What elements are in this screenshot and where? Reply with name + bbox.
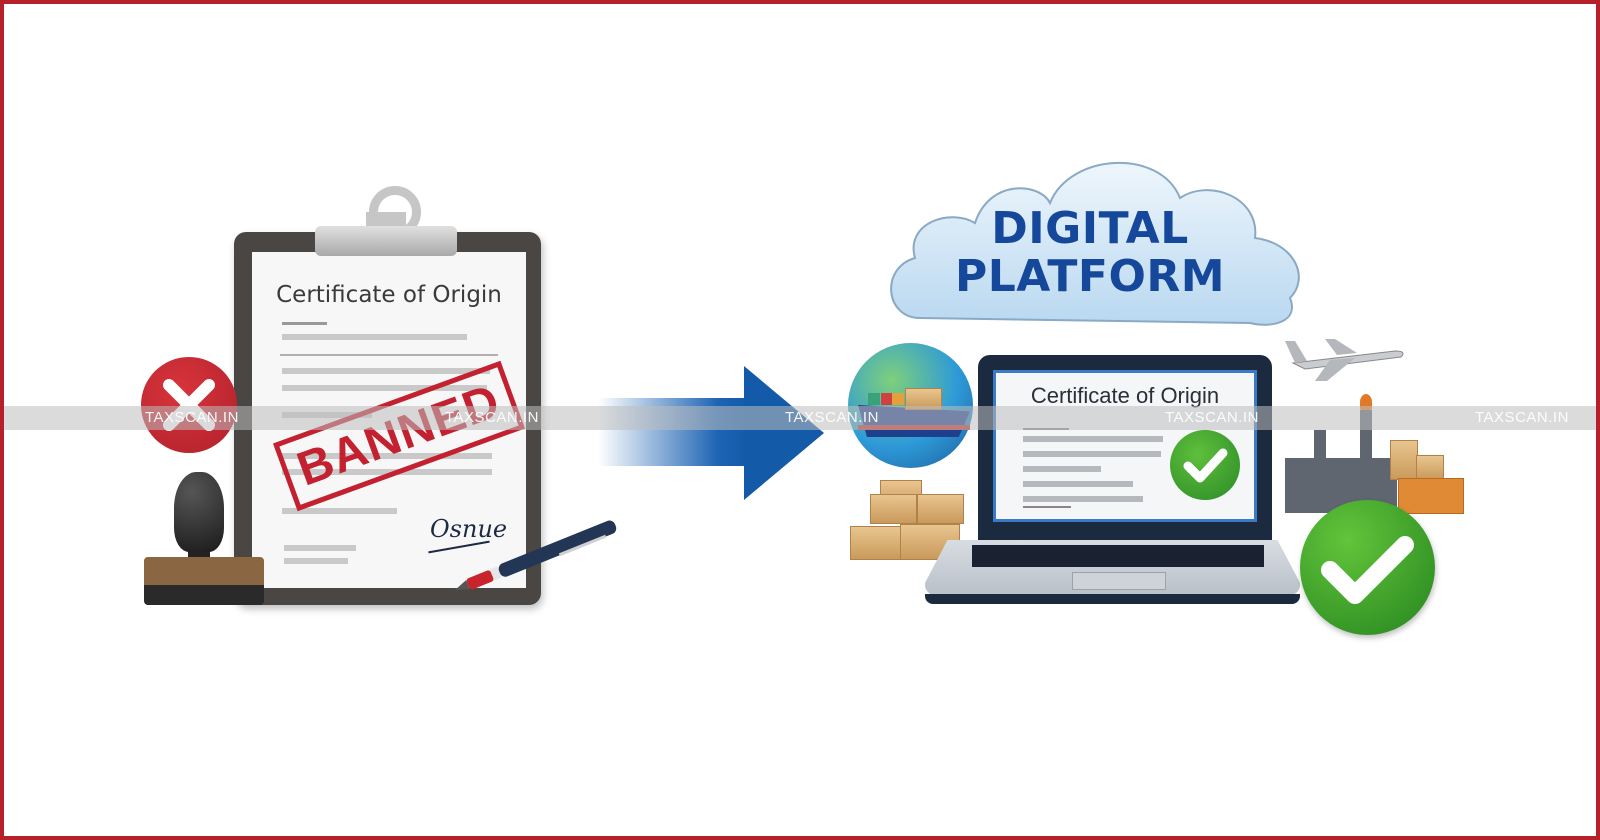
pen-icon	[451, 513, 625, 599]
digital-platform-label: DIGITAL PLATFORM	[900, 205, 1280, 301]
certificate-title: Certificate of Origin	[276, 282, 502, 308]
watermark-text: TAXSCAN.IN	[145, 409, 239, 426]
laptop-base-edge	[925, 594, 1300, 604]
reject-x-icon	[141, 357, 237, 453]
laptop-touchpad	[1072, 572, 1166, 590]
watermark-text: TAXSCAN.IN	[1165, 409, 1259, 426]
signature: Osnue	[430, 515, 508, 543]
cloud-icon	[880, 148, 1310, 343]
watermark-text: TAXSCAN.IN	[445, 409, 539, 426]
screen-check-icon	[1170, 430, 1240, 500]
screen-certificate-title: Certificate of Origin	[1030, 383, 1220, 408]
watermark-band	[4, 406, 1596, 430]
arrow-right-icon	[744, 366, 824, 505]
cloud-line-2: PLATFORM	[954, 251, 1226, 302]
airplane-icon	[1285, 333, 1405, 383]
clipboard-clip	[315, 226, 457, 256]
laptop-keyboard	[972, 545, 1264, 567]
watermark-text: TAXSCAN.IN	[1475, 409, 1569, 426]
cloud-line-1: DIGITAL	[991, 203, 1189, 254]
watermark-text: TAXSCAN.IN	[785, 409, 879, 426]
approved-check-icon	[1300, 500, 1435, 635]
